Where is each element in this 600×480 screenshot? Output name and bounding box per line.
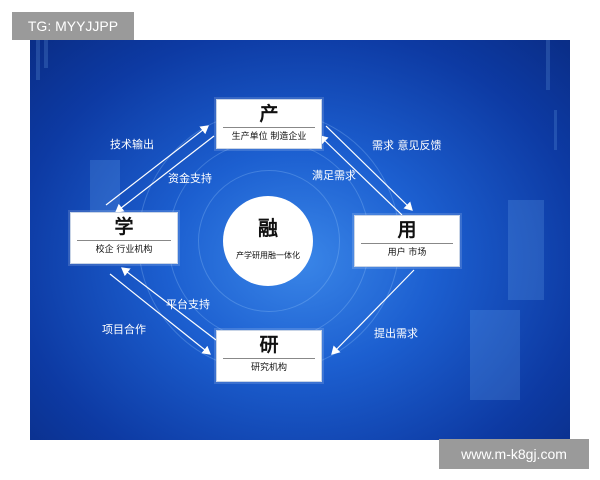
node-research-title: 研 bbox=[259, 334, 279, 356]
bg-stripe bbox=[36, 40, 40, 80]
node-production: 产 生产单位 制造企业 bbox=[216, 99, 322, 149]
node-divider bbox=[361, 243, 453, 244]
label-demand-feedback: 需求 意见反馈 bbox=[372, 139, 442, 152]
bg-stripe bbox=[508, 200, 544, 300]
label-propose-demand: 提出需求 bbox=[374, 327, 418, 340]
label-funding-support: 资金支持 bbox=[168, 172, 212, 185]
bg-stripe bbox=[44, 40, 48, 68]
node-divider bbox=[223, 127, 315, 128]
bg-stripe bbox=[554, 110, 557, 150]
label-meet-demand: 满足需求 bbox=[312, 169, 356, 182]
bg-ring bbox=[198, 170, 340, 312]
label-project-coop: 项目合作 bbox=[102, 323, 146, 336]
center-circle: 融 产学研用融一体化 bbox=[223, 196, 313, 286]
node-research: 研 研究机构 bbox=[216, 330, 322, 382]
label-platform-support: 平台支持 bbox=[166, 298, 210, 311]
label-tech-output: 技术输出 bbox=[110, 138, 154, 151]
node-production-title: 产 bbox=[259, 103, 279, 125]
node-application-subtitle: 用户 市场 bbox=[387, 248, 427, 258]
node-divider bbox=[77, 240, 171, 241]
arrow-propose-demand bbox=[331, 269, 415, 355]
node-education: 学 校企 行业机构 bbox=[70, 212, 178, 264]
bg-stripe bbox=[470, 310, 520, 400]
arrow-tech-output bbox=[105, 125, 209, 206]
node-application-title: 用 bbox=[397, 219, 417, 241]
diagram-panel: 产 生产单位 制造企业 学 校企 行业机构 用 用户 市场 研 研究机构 融 产… bbox=[30, 40, 570, 440]
center-subtitle: 产学研用融一体化 bbox=[236, 251, 300, 260]
arrow-platform-support bbox=[121, 267, 217, 341]
watermark-bottom-right: www.m-k8gj.com bbox=[439, 439, 589, 469]
arrow-meet-demand bbox=[319, 135, 403, 216]
arrow-demand-feedback bbox=[325, 125, 413, 211]
node-application: 用 用户 市场 bbox=[354, 215, 460, 267]
node-research-subtitle: 研究机构 bbox=[250, 363, 287, 373]
arrow-funding-support bbox=[115, 135, 215, 213]
arrow-project-coop bbox=[109, 273, 211, 355]
node-divider bbox=[223, 358, 315, 359]
node-education-subtitle: 校企 行业机构 bbox=[95, 245, 153, 255]
bg-stripe bbox=[546, 40, 550, 90]
arrow-layer bbox=[105, 125, 415, 355]
center-title: 融 bbox=[258, 216, 278, 240]
node-education-title: 学 bbox=[114, 216, 134, 238]
watermark-top-left: TG: MYYJJPP bbox=[12, 12, 134, 40]
node-production-subtitle: 生产单位 制造企业 bbox=[231, 132, 307, 142]
